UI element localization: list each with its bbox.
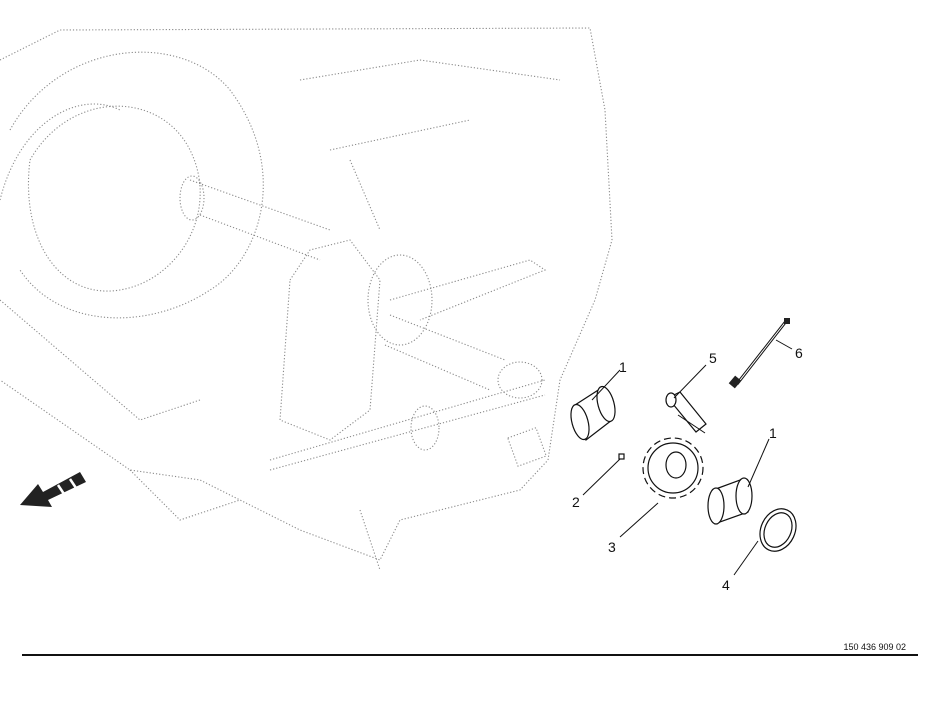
shear-pin-part-5: [665, 391, 707, 434]
direction-arrow-icon: [20, 472, 86, 507]
callout-4: 4: [722, 577, 730, 593]
document-number: 150 436 909 02: [843, 642, 906, 652]
bolt-part-2: [618, 453, 625, 460]
callout-1: 1: [619, 359, 627, 375]
callout-5: 5: [709, 350, 717, 366]
callout-leaders: [582, 339, 793, 576]
machine-frame-background: [0, 27, 613, 571]
ring-part-4: [759, 508, 797, 552]
callout-6: 6: [795, 345, 803, 361]
grease-line-part-6: [728, 318, 790, 389]
gear-part-3: [642, 437, 704, 499]
bushing-part-1a: [570, 385, 616, 441]
callout-2: 2: [572, 494, 580, 510]
bushing-part-1b: [707, 477, 753, 525]
callout-1-second: 1: [769, 425, 777, 441]
callout-3: 3: [608, 539, 616, 555]
